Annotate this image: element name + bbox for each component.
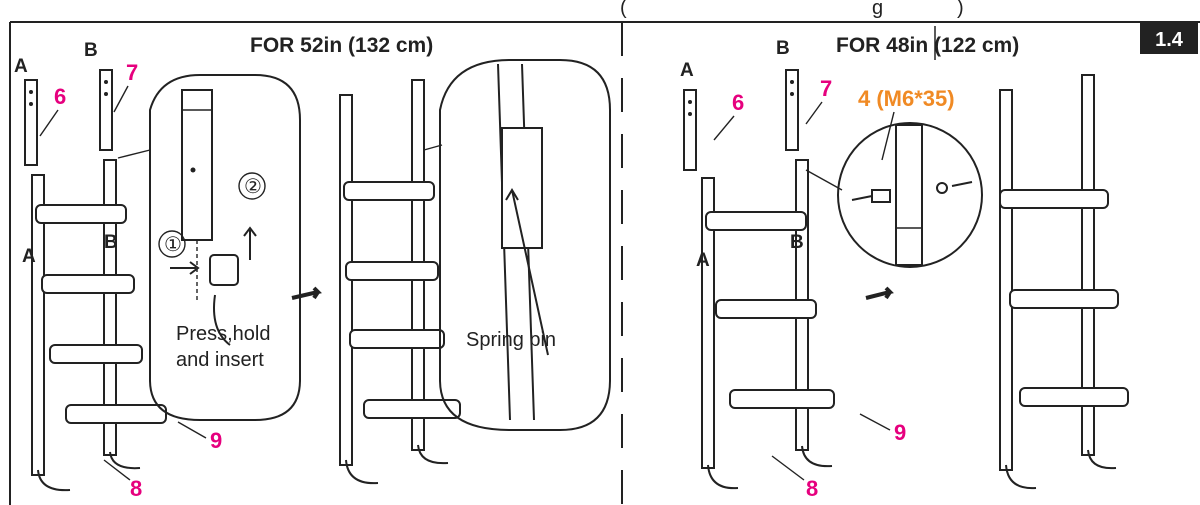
step-circle-2 [238, 172, 266, 200]
part-9-left: 9 [210, 428, 222, 453]
left-panel-title: FOR 52in (132 cm) [250, 34, 433, 57]
part-9-right: 9 [894, 420, 906, 445]
detail-bubble-spring-pin [423, 59, 611, 431]
label-a-top-left: A [14, 56, 28, 77]
instruction-line-2: and insert [176, 349, 264, 371]
detail-bubble-insert [117, 74, 301, 421]
part-8-right: 8 [806, 476, 818, 501]
label-a-mid-right: A [696, 250, 710, 271]
partial-header-text-1: ( [620, 0, 627, 19]
label-b-top-right: B [776, 38, 790, 59]
part-6-left: 6 [54, 84, 66, 109]
part-6-right: 6 [732, 90, 744, 115]
ladder-3-bottom-section [701, 159, 835, 490]
arrow-right-right-panel [865, 286, 894, 300]
svg-text:1.4: 1.4 [1155, 29, 1184, 51]
label-a-mid-left: A [22, 246, 36, 267]
partial-header-text-2: g [872, 0, 883, 19]
step-1-left: ① [164, 234, 182, 256]
ladder-4-assembled [999, 74, 1129, 490]
label-a-top-right: A [680, 60, 694, 81]
part-8-left: 8 [130, 476, 142, 501]
step-badge: 1.4 [1140, 22, 1198, 54]
ladder-2-assembled [339, 79, 461, 485]
label-b-mid-right: B [790, 232, 804, 253]
detail-circle-bolt [805, 122, 983, 268]
ladder-1-bottom-section [31, 159, 167, 492]
part-7-right: 7 [820, 76, 832, 101]
step-circle-1 [158, 230, 186, 258]
label-b-top-left: B [84, 40, 98, 61]
upper-tube-7-left [99, 69, 113, 151]
right-panel-title: FOR 48in (122 cm) [836, 34, 1019, 57]
panel-frame [9, 21, 1200, 505]
spring-pin-label: Spring pin [466, 329, 556, 351]
part-7-left: 7 [126, 60, 138, 85]
step-2-left: ② [244, 176, 262, 198]
arrow-right-left-panel [291, 286, 322, 300]
upper-tube-7-right [785, 69, 799, 151]
upper-tube-6-right [683, 89, 697, 171]
label-b-mid-left: B [104, 232, 118, 253]
bolt-label-4-m6x35: 4 (M6*35) [858, 86, 955, 111]
instruction-line-1: Press,hold [176, 323, 271, 345]
partial-header-text-3: ) [957, 0, 964, 19]
upper-tube-6-left [24, 79, 38, 166]
